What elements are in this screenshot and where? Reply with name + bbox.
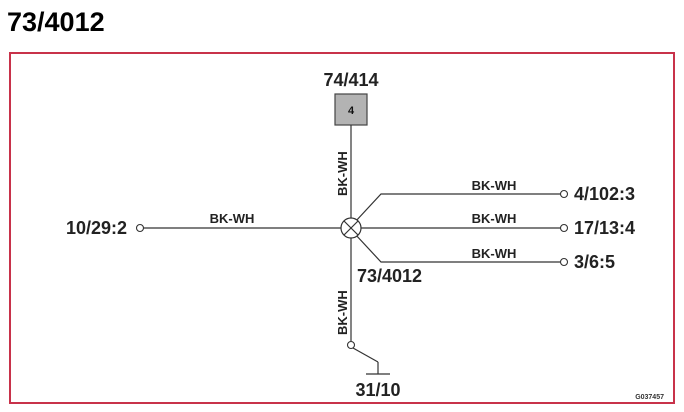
- ground-switch-lever: [352, 347, 379, 363]
- ground-label: 31/10: [355, 380, 400, 400]
- right-terminal-3-label: 3/6:5: [574, 252, 615, 272]
- right-terminal-1: [559, 189, 569, 199]
- right-terminal-2-label: 17/13:4: [574, 218, 635, 238]
- wire-right-3: [354, 233, 561, 263]
- wire-label-vertical-upper: BK-WH: [335, 151, 350, 196]
- right-terminal-3: [559, 257, 569, 267]
- right-terminal-2: [559, 223, 569, 233]
- left-terminal-label: 10/29:2: [66, 218, 127, 238]
- connector-pin-label: 4: [348, 105, 355, 117]
- left-terminal: [135, 223, 145, 233]
- wire-label-vertical-lower: BK-WH: [335, 290, 350, 335]
- wire-label-left: BK-WH: [210, 211, 255, 226]
- wire-label-right-1: BK-WH: [472, 178, 517, 193]
- splice-label: 73/4012: [357, 266, 422, 286]
- drawing-code: G037457: [635, 394, 664, 401]
- ground-terminal: [346, 340, 356, 350]
- page-title: 73/4012: [7, 7, 105, 37]
- diagram-frame: [9, 52, 675, 404]
- wire-right-1: [354, 193, 561, 223]
- splice-cross-b: [343, 220, 359, 236]
- wire-label-right-3: BK-WH: [472, 246, 517, 261]
- wire-label-right-2: BK-WH: [472, 211, 517, 226]
- right-terminal-1-label: 4/102:3: [574, 184, 635, 204]
- connector-74-414-label: 74/414: [323, 70, 378, 90]
